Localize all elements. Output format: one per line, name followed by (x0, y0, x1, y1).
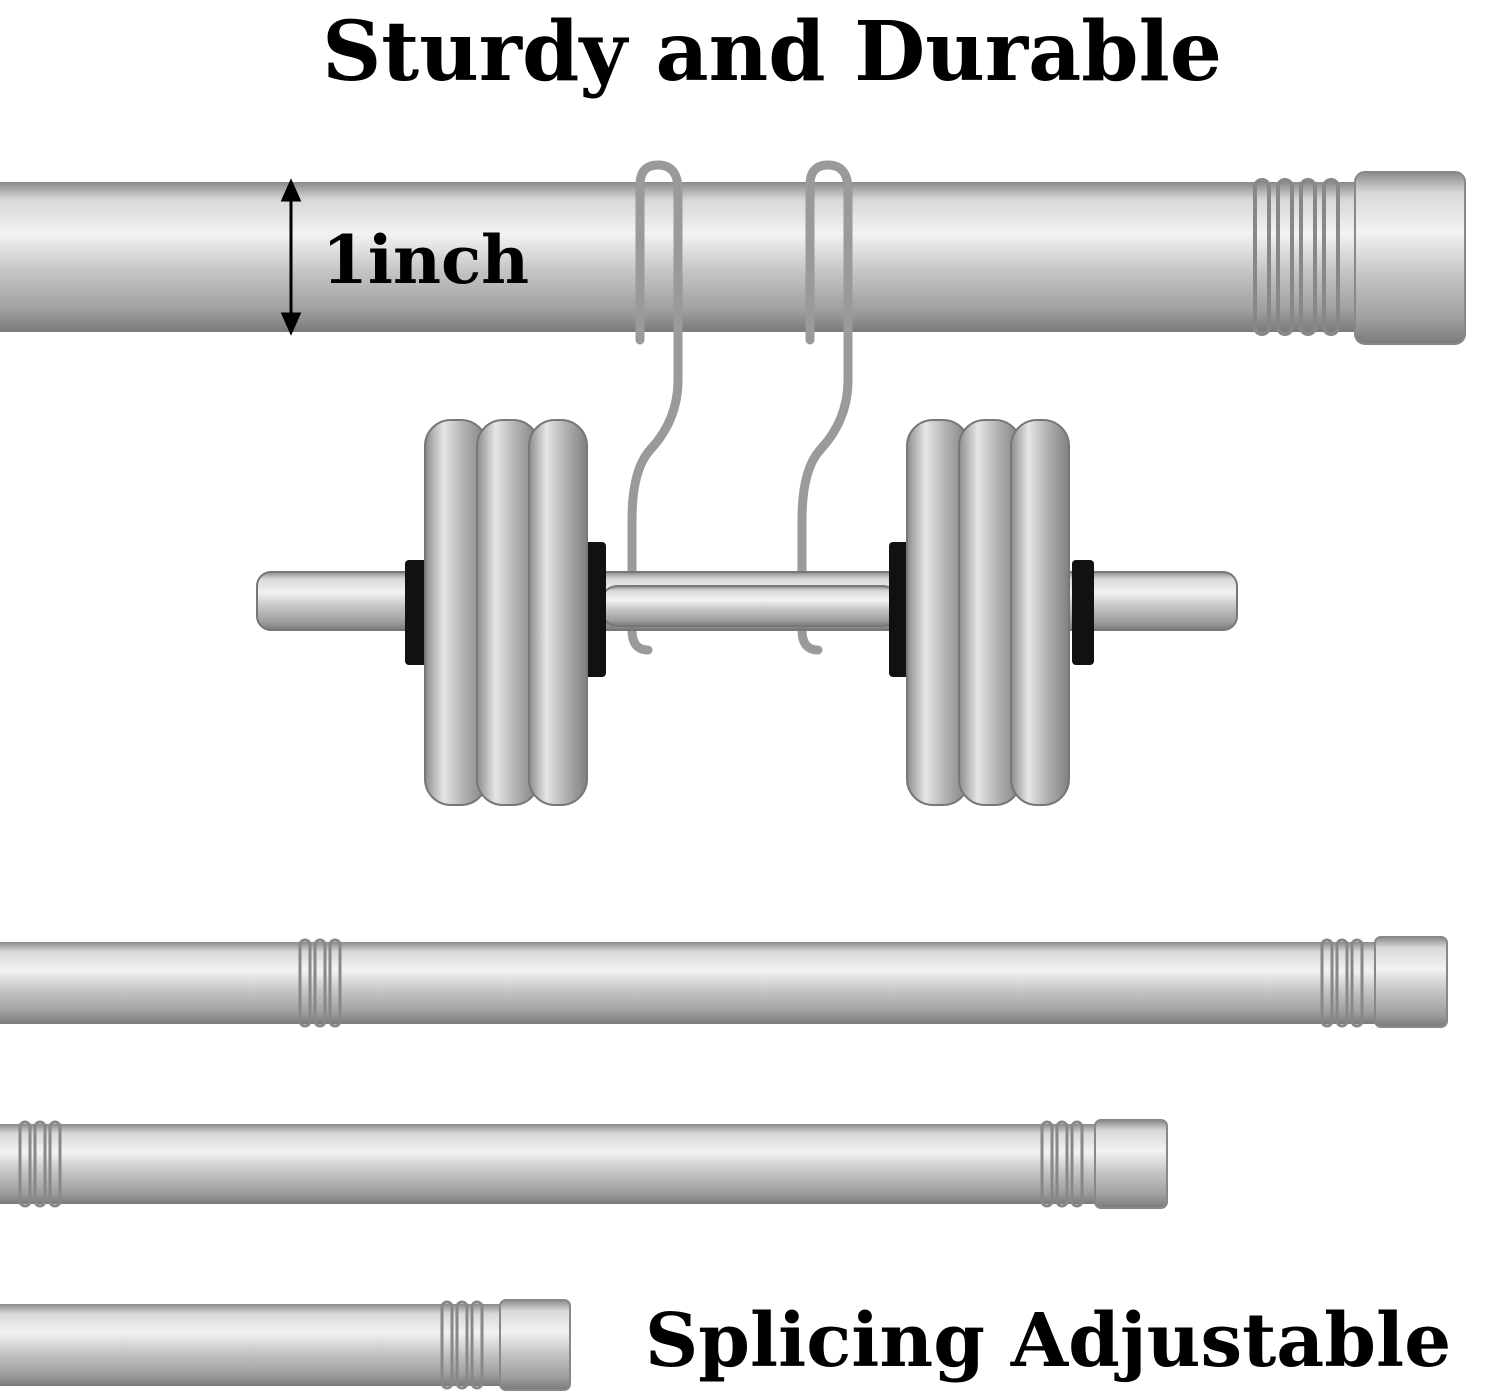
footer-label: Splicing Adjustable (645, 1298, 1451, 1384)
right-weight-plates (906, 419, 1070, 806)
rod-threads (1253, 178, 1340, 336)
left-weight-plates (424, 419, 588, 806)
headline: Sturdy and Durable (322, 4, 1222, 100)
rod-end-cap (1354, 171, 1466, 345)
rod-segment-short (0, 1299, 571, 1391)
diameter-label: 1inch (322, 221, 529, 299)
diameter-arrow-icon (280, 178, 302, 336)
dumbbell (256, 419, 1238, 806)
rod-segment-long (0, 936, 1448, 1028)
rod-segment-medium (0, 1119, 1168, 1209)
main-curtain-rod (0, 171, 1466, 345)
